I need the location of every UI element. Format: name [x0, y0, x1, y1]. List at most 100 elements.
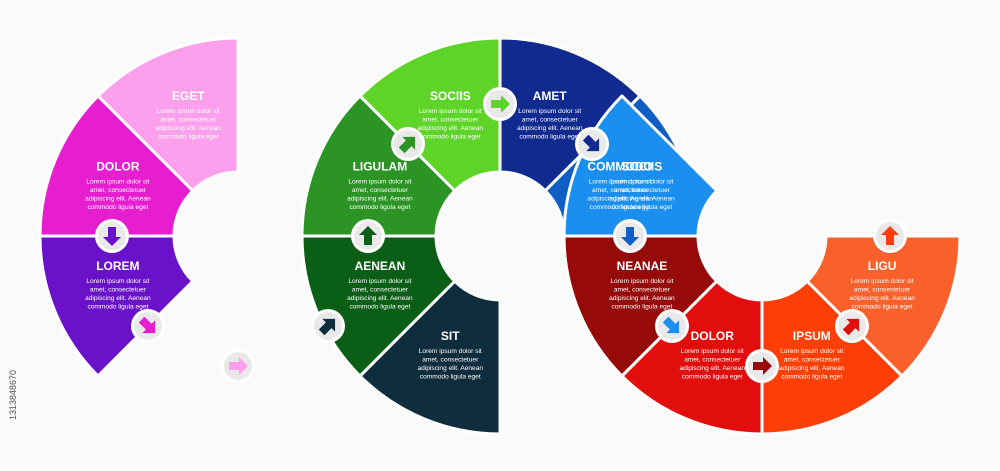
arrow-icon	[398, 136, 416, 154]
segment-body-line: amet, consectetuer	[422, 116, 479, 123]
segment-wedge	[38, 94, 195, 238]
segment-body-line: Lorem ipsum dolor sit	[681, 348, 744, 355]
segment-wedge	[498, 36, 642, 193]
arrow-connector	[311, 309, 345, 343]
arrow-icon	[662, 316, 680, 334]
segment-body-line: amet, consectetuer	[90, 286, 147, 293]
segment-title: NEANAE	[617, 259, 668, 273]
segment-wedges	[38, 36, 962, 436]
segment-body-line: adipiscing elit. Aenean	[85, 295, 151, 302]
segment-body-line: amet, consectetuer	[854, 286, 911, 293]
segment-body-line: commodo ligula eget	[87, 303, 148, 310]
segment-body-line: adipiscing elit. Aenean	[779, 365, 845, 372]
segment-body-line: adipiscing elit. Aenean	[347, 195, 413, 202]
segment-body-line: Lorem ipsum dolor sit	[348, 278, 411, 285]
arrow-icon	[582, 134, 600, 152]
segment-body-line: amet, consectetuer	[160, 116, 217, 123]
segment-body-line: Lorem ipsum dolor sit	[419, 108, 482, 115]
segment-title: SOCIIS	[622, 159, 663, 173]
segment-body-line: commodo ligula eget	[420, 374, 481, 381]
segment-body-line: Lorem ipsum dolor sit	[86, 278, 149, 285]
segment-body-line: Lorem ipsum dolor sit	[851, 278, 914, 285]
segment-wedge	[300, 94, 457, 238]
segment-wedge	[805, 234, 962, 378]
segment-body-line: adipiscing elit. Aenean	[155, 125, 221, 132]
segment-title: SOCIIS	[430, 89, 471, 103]
segment-body-line: Lorem ipsum dolor sit	[157, 108, 220, 115]
arrow-connector	[745, 349, 779, 383]
segment-wedge	[358, 36, 502, 193]
segment-title: SIT	[441, 329, 460, 343]
arrow-shape	[662, 316, 680, 334]
segment-body-line: amet, consectetuer	[522, 116, 579, 123]
arrow-icon	[621, 227, 639, 246]
segment-wedge	[562, 234, 719, 378]
arrow-connector	[95, 219, 129, 253]
segment-body-line: commodo ligula eget	[349, 204, 410, 211]
arrow-icon	[753, 357, 772, 375]
arrow-shape	[398, 136, 416, 154]
arrow-connector	[131, 309, 165, 343]
segment-body-line: adipiscing elit. Aenean	[517, 125, 583, 132]
segment-body-line: Lorem ipsum dolor sit	[419, 348, 482, 355]
segment-body-line: adipiscing elit. Aenean	[85, 195, 151, 202]
segment-title: LIGULAM	[353, 159, 408, 173]
segment-title: COMMODO	[587, 159, 652, 173]
segment-body-line: adipiscing elit. Aenean	[609, 295, 675, 302]
arrow-shape	[881, 226, 899, 245]
segment-body-line: adipiscing elit. Aenean	[609, 195, 675, 202]
segment-body-line: commodo ligula eget	[781, 374, 842, 381]
segment-title: DOLOR	[96, 159, 140, 173]
arrow-connector	[221, 349, 255, 383]
arrow-icon	[842, 318, 860, 336]
segment-body-line: commodo ligula eget	[682, 374, 743, 381]
arrow-connector	[835, 309, 869, 343]
segment-body-line: Lorem ipsum dolor sit	[610, 178, 673, 185]
segment-body-line: amet, consectetuer	[684, 357, 741, 364]
arrow-shape	[318, 318, 336, 336]
arrow-icon	[318, 318, 336, 336]
arrow-shape	[491, 95, 510, 113]
segment-body-line: adipiscing elit. Aenean	[679, 365, 745, 372]
segment-body-line: Lorem ipsum dolor sit	[780, 348, 843, 355]
arrow-icon	[138, 316, 156, 334]
segment-body-line: amet, consectetuer	[614, 187, 671, 194]
segment-body-line: Lorem ipsum dolor sit	[518, 108, 581, 115]
segment-body-line: adipiscing elit. Aenean	[417, 125, 483, 132]
segment-body-line: commodo ligula eget	[420, 133, 481, 140]
segment-body-line: Lorem ipsum dolor sit	[589, 178, 652, 185]
segment-body-line: commodo ligula eget	[590, 204, 651, 211]
segment-body-line: commodo ligula eget	[611, 303, 672, 310]
arrow-shape	[359, 226, 377, 245]
arrow-shape	[753, 357, 772, 375]
segment-body-line: commodo ligula eget	[349, 303, 410, 310]
segment-body-line: amet, consectetuer	[352, 286, 409, 293]
segment-body-line: adipiscing elit. Aenean	[417, 365, 483, 372]
segment-wedge	[96, 36, 240, 193]
arrow-shape	[103, 227, 121, 246]
segment-title: AENEAN	[355, 259, 406, 273]
segment-title: LOREM	[96, 259, 139, 273]
arrow-connector	[655, 309, 689, 343]
segment-title: AMET	[533, 89, 568, 103]
segment-title: EGET	[172, 89, 205, 103]
arrow-connector	[873, 219, 907, 253]
arrow-shape	[582, 134, 600, 152]
segment-body-line: adipiscing elit. Aenean	[849, 295, 915, 302]
segment-wedge	[760, 279, 904, 436]
arrow-connector	[575, 127, 609, 161]
segment-body-line: Lorem ipsum dolor sit	[348, 178, 411, 185]
stock-id: 1313848670	[8, 370, 18, 420]
arrow-icon	[359, 226, 377, 245]
